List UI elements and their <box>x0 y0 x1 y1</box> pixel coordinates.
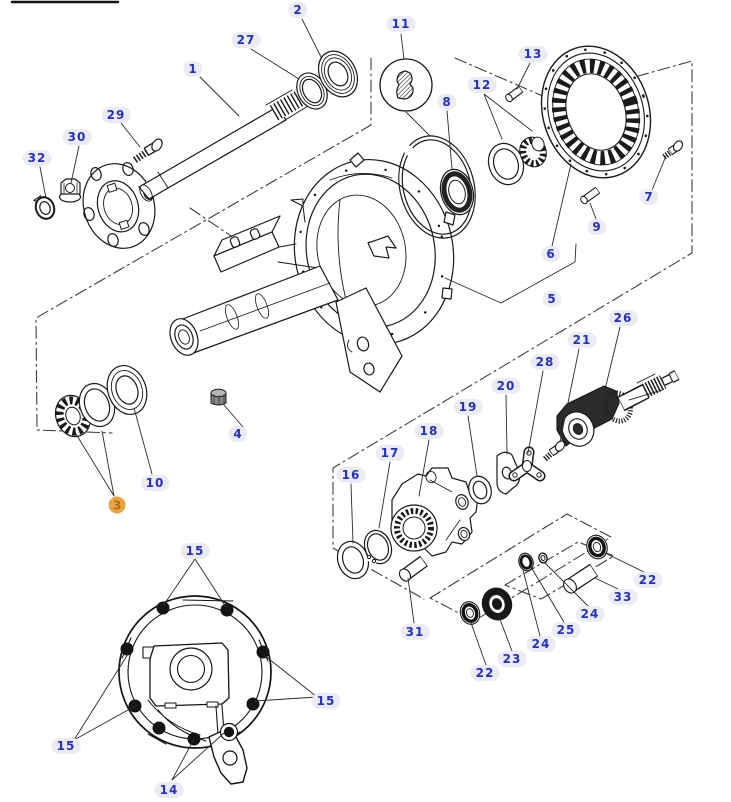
seal-2-drawing <box>317 50 359 98</box>
part-callout-24[interactable]: 24 <box>575 606 605 622</box>
part-callout-22[interactable]: 22 <box>633 572 663 588</box>
bolt-7-drawing <box>662 140 684 160</box>
part-callout-3[interactable]: 3 <box>108 496 126 514</box>
part-callout-21[interactable]: 21 <box>567 332 597 348</box>
snap-ring-17-drawing <box>363 529 393 565</box>
axle-housing-drawing <box>169 152 456 393</box>
part-callout-13[interactable]: 13 <box>518 46 548 62</box>
part-callout-22[interactable]: 22 <box>470 665 500 681</box>
part-callout-15[interactable]: 15 <box>51 738 81 754</box>
part-callout-28[interactable]: 28 <box>530 354 560 370</box>
spider-28-drawing <box>508 446 546 482</box>
part-callout-30[interactable]: 30 <box>62 129 92 145</box>
bearing-23-drawing <box>481 587 513 621</box>
part-callout-17[interactable]: 17 <box>375 445 405 461</box>
plug-11-drawing <box>379 58 433 112</box>
part-callout-19[interactable]: 19 <box>453 399 483 415</box>
part-callout-6[interactable]: 6 <box>541 246 561 262</box>
plug-4-drawing <box>210 388 227 406</box>
part-callout-18[interactable]: 18 <box>414 423 444 439</box>
part-callout-7[interactable]: 7 <box>639 189 659 205</box>
part-callout-2[interactable]: 2 <box>288 2 308 18</box>
seal-10-drawing <box>106 365 148 415</box>
hub-18-drawing <box>390 467 479 557</box>
part-callout-8[interactable]: 8 <box>437 94 457 110</box>
pin-31-drawing <box>398 555 428 582</box>
part-callout-9[interactable]: 9 <box>587 219 607 235</box>
brake-plate-drawing <box>118 595 272 785</box>
seal-8-drawing <box>439 168 475 216</box>
part-callout-14[interactable]: 14 <box>154 782 184 798</box>
part-callout-29[interactable]: 29 <box>101 107 131 123</box>
seal-22-left-drawing <box>459 601 481 625</box>
snap-ring-drawing <box>398 135 476 239</box>
part-callout-5[interactable]: 5 <box>542 291 562 307</box>
ring-gear-drawing <box>540 45 652 179</box>
sleeve-33-drawing <box>563 563 599 594</box>
part-callout-33[interactable]: 33 <box>608 589 638 605</box>
part-callout-25[interactable]: 25 <box>551 622 581 638</box>
part-callout-32[interactable]: 32 <box>22 150 52 166</box>
part-callout-24[interactable]: 24 <box>526 636 556 652</box>
washer-19-drawing <box>468 475 492 505</box>
part-callout-31[interactable]: 31 <box>400 624 430 640</box>
part-callout-11[interactable]: 11 <box>386 16 416 32</box>
oring-25-drawing <box>518 552 534 572</box>
part-callout-16[interactable]: 16 <box>336 467 366 483</box>
part-callout-1[interactable]: 1 <box>183 61 203 77</box>
part-callout-27[interactable]: 27 <box>231 32 261 48</box>
part-callout-4[interactable]: 4 <box>228 426 248 442</box>
pin-9-drawing <box>580 186 601 205</box>
part-callout-10[interactable]: 10 <box>140 475 170 491</box>
leader-lines <box>39 18 667 781</box>
bearing-12-drawing <box>487 136 547 186</box>
pinion-26-drawing <box>556 370 680 447</box>
bearing-3-drawing <box>54 382 116 438</box>
part-callout-26[interactable]: 26 <box>608 310 638 326</box>
part-callout-20[interactable]: 20 <box>491 378 521 394</box>
pin-13-drawing <box>505 85 524 103</box>
part-callout-23[interactable]: 23 <box>497 651 527 667</box>
part-callout-15[interactable]: 15 <box>180 543 210 559</box>
axle-shaft-drawing <box>33 88 309 249</box>
oring-24-drawing <box>538 552 548 564</box>
part-callout-12[interactable]: 12 <box>467 77 497 93</box>
part-callout-15[interactable]: 15 <box>311 693 341 709</box>
seal-22-right-drawing <box>586 534 608 560</box>
